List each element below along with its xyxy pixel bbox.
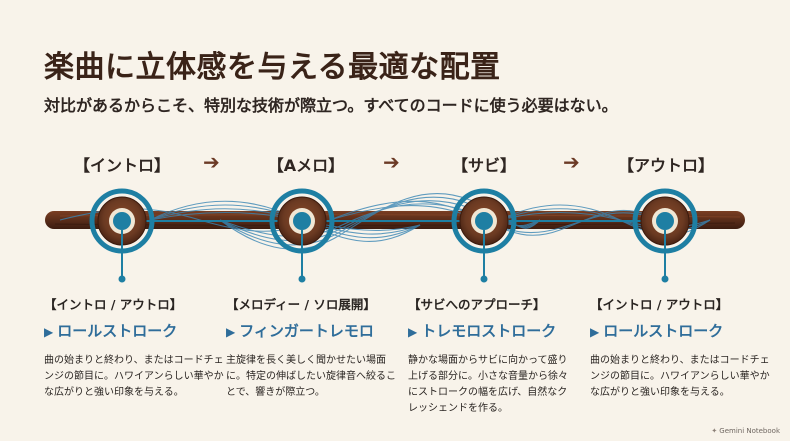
technique-name: ▶ロールストローク xyxy=(590,320,770,341)
technique-column-1: 【イントロ / アウトロ】 ▶ロールストローク 曲の始まりと終わり、またはコード… xyxy=(44,294,224,401)
technique-column-2: 【メロディー / ソロ展開】 ▶フィンガートレモロ 主旋律を長く美しく聞かせたい… xyxy=(226,294,396,401)
triangle-icon: ▶ xyxy=(408,325,418,339)
triangle-icon: ▶ xyxy=(590,325,600,339)
section-label-a-melody: 【Aメロ】 xyxy=(267,156,345,175)
technique-name: ▶トレモロストローク xyxy=(408,320,568,341)
phase-label: 【イントロ / アウトロ】 xyxy=(44,297,183,312)
branding: ✦Gemini Notebook xyxy=(711,427,780,435)
technique-name: ▶フィンガートレモロ xyxy=(226,320,396,341)
arrow-icon: ➔ xyxy=(203,150,220,174)
arrow-icon: ➔ xyxy=(563,150,580,174)
node-intro xyxy=(89,188,155,283)
technique-description: 曲の始まりと終わり、またはコードチェンジの節目に。ハワイアンらしい華やかな広がり… xyxy=(44,355,224,398)
node-a-melody xyxy=(269,188,335,283)
section-label-outro: 【アウトロ】 xyxy=(617,156,714,175)
technique-name: ▶ロールストローク xyxy=(44,320,224,341)
technique-label: ロールストローク xyxy=(57,322,178,340)
phase-label: 【サビへのアプローチ】 xyxy=(408,297,546,312)
page-title: 楽曲に立体感を与える最適な配置 xyxy=(44,50,501,85)
track-diagram xyxy=(45,188,745,283)
technique-column-3: 【サビへのアプローチ】 ▶トレモロストローク 静かな場面からサビに向かって盛り上… xyxy=(408,294,568,417)
technique-label: フィンガートレモロ xyxy=(239,322,374,340)
page-subtitle: 対比があるからこそ、特別な技術が際立つ。すべてのコードに使う必要はない。 xyxy=(44,96,618,115)
technique-label: トレモロストローク xyxy=(421,322,557,340)
technique-label: ロールストローク xyxy=(603,322,724,340)
node-chorus xyxy=(451,188,517,283)
triangle-icon: ▶ xyxy=(44,325,54,339)
phase-label: 【メロディー / ソロ展開】 xyxy=(226,297,376,312)
section-label-chorus: 【サビ】 xyxy=(451,156,516,175)
technique-description: 静かな場面からサビに向かって盛り上げる部分に。小さな音量から徐々にストロークの幅… xyxy=(408,355,568,414)
arrow-icon: ➔ xyxy=(383,150,400,174)
phase-label: 【イントロ / アウトロ】 xyxy=(590,297,729,312)
sparkle-icon: ✦ xyxy=(711,427,718,435)
technique-description: 主旋律を長く美しく聞かせたい場面に。特定の伸ばしたい旋律音へ絞ることで、響きが際… xyxy=(226,355,396,398)
branding-label: Gemini Notebook xyxy=(719,427,780,435)
section-label-intro: 【イントロ】 xyxy=(73,156,170,175)
technique-description: 曲の始まりと終わり、またはコードチェンジの節目に。ハワイアンらしい華やかな広がり… xyxy=(590,355,770,398)
technique-column-4: 【イントロ / アウトロ】 ▶ロールストローク 曲の始まりと終わり、またはコード… xyxy=(590,294,770,401)
node-outro xyxy=(632,188,698,283)
triangle-icon: ▶ xyxy=(226,325,236,339)
